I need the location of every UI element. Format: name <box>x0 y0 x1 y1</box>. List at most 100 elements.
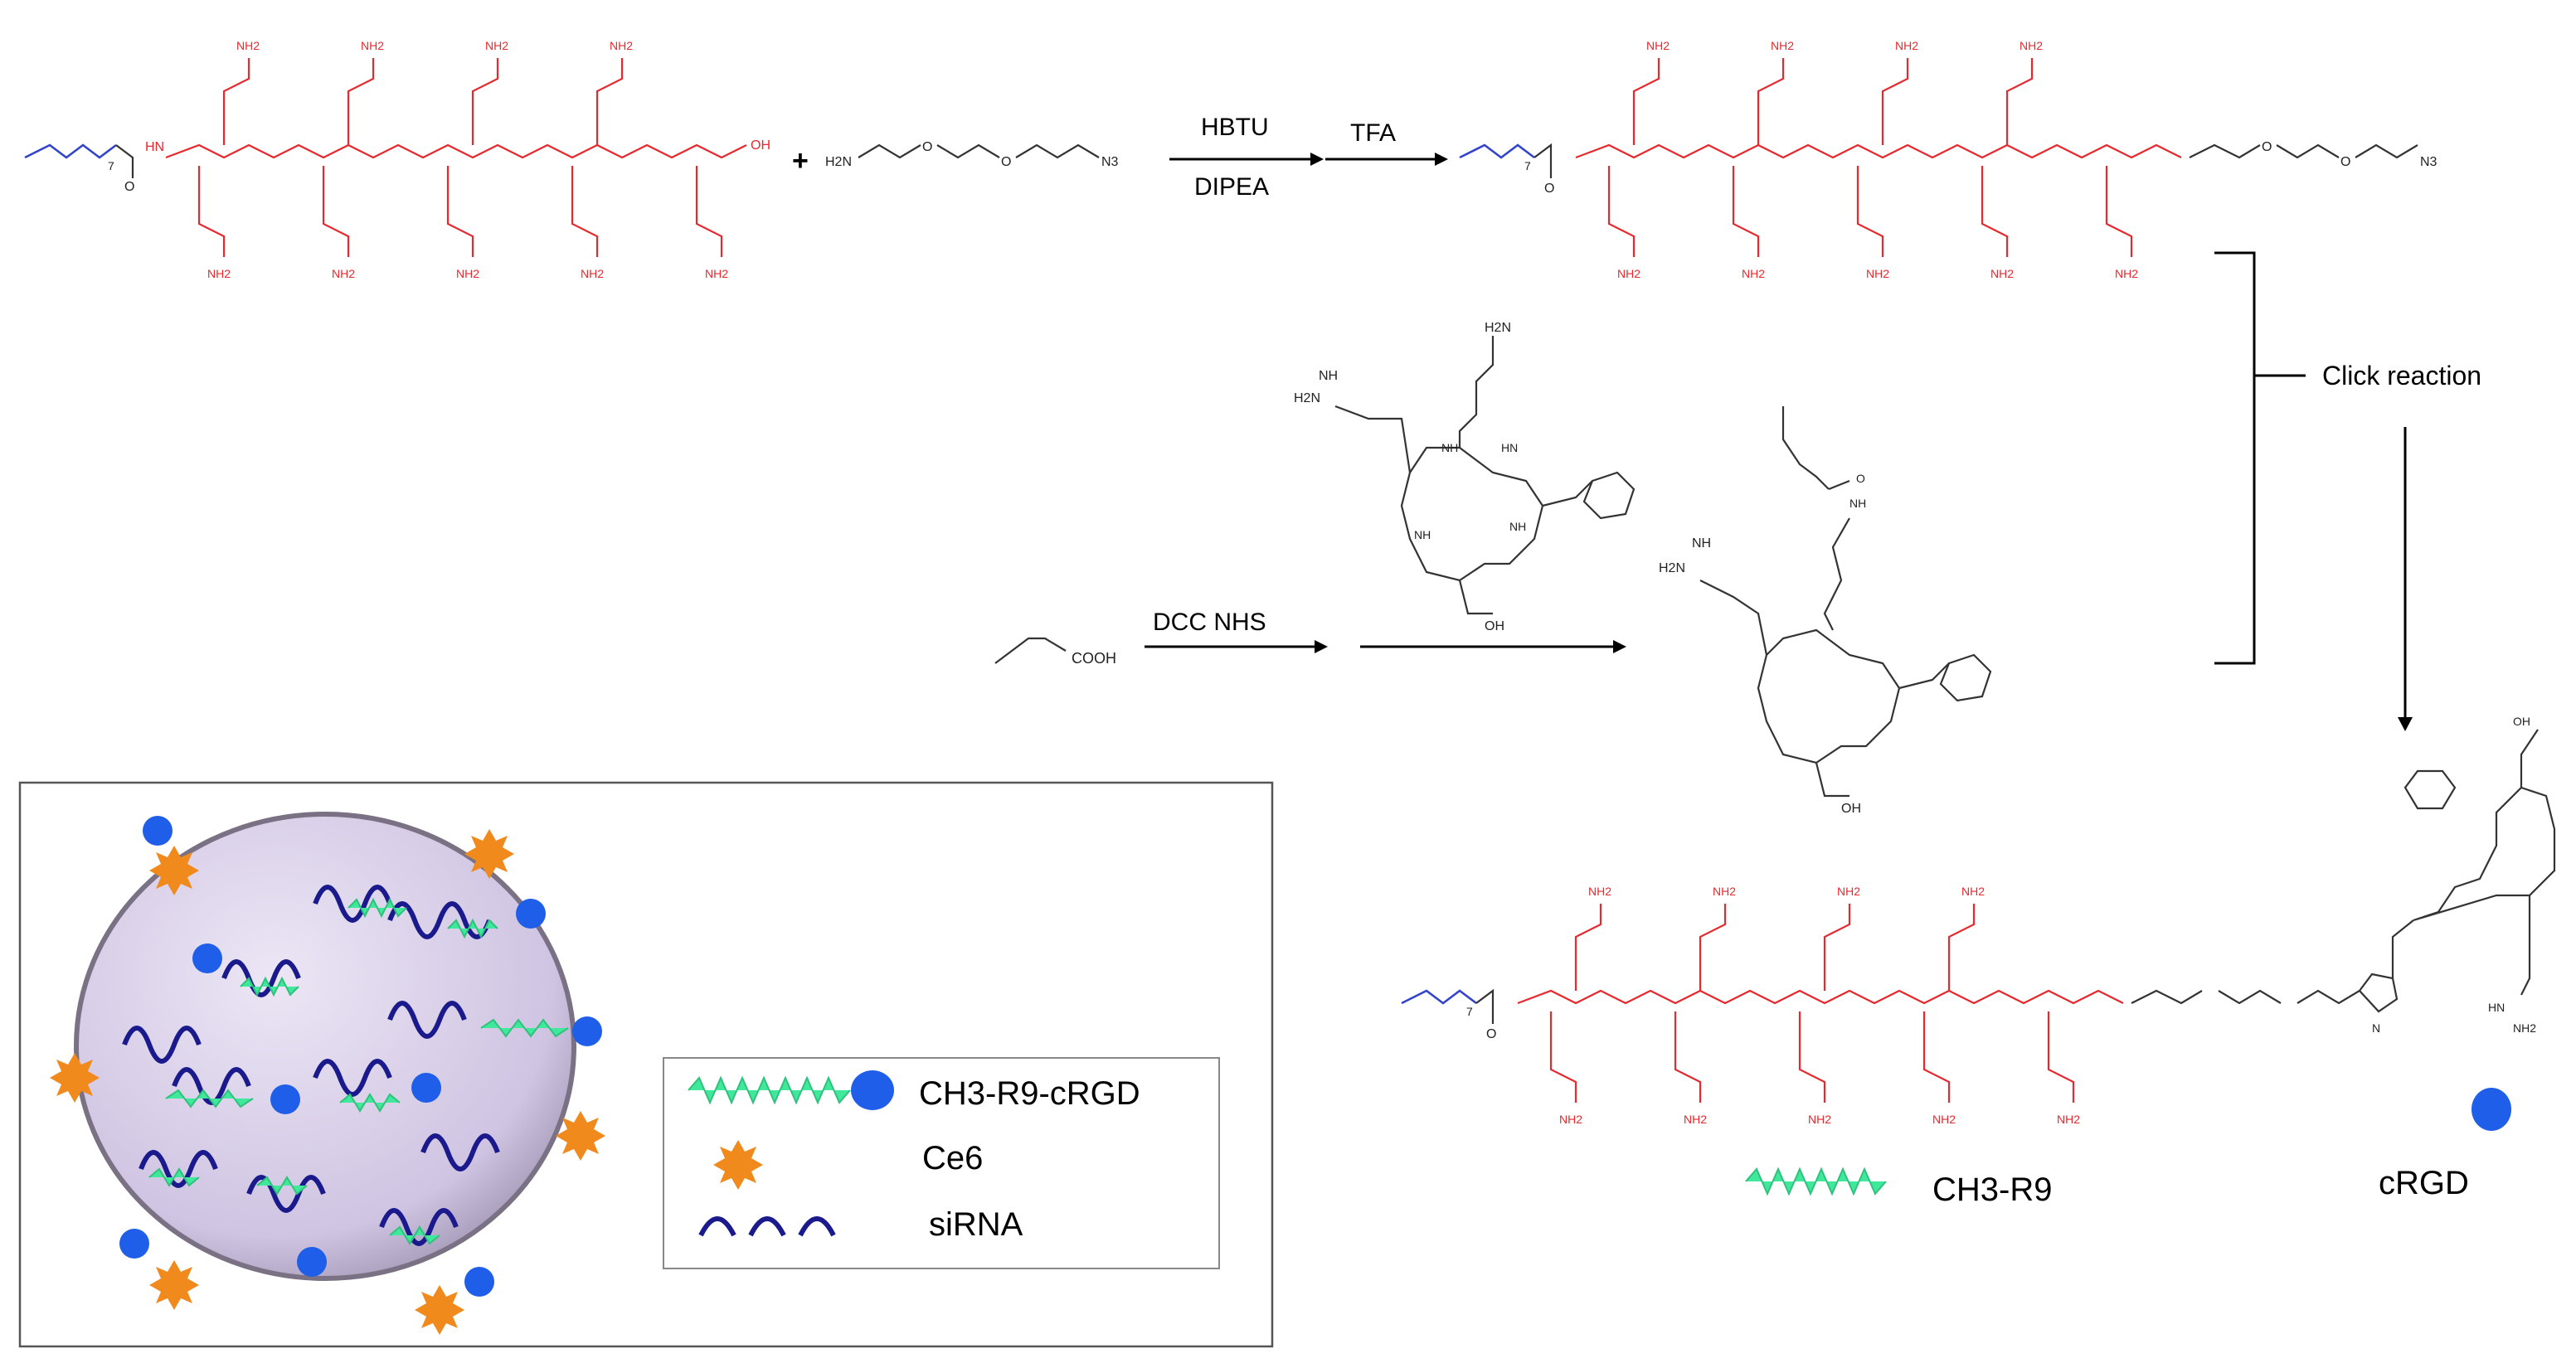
terminal-oh: OH <box>751 138 770 153</box>
guanidine-2-6: NH2 <box>1866 267 1889 280</box>
guanidine-9: NH2 <box>705 267 728 280</box>
acyl-bond-2 <box>1533 143 1553 178</box>
side-chain-1 <box>222 58 250 145</box>
side-chains-bottom-2 <box>1607 166 2133 257</box>
arg-h2n: H2N <box>1294 391 1320 405</box>
guanidine-1: NH2 <box>236 39 260 52</box>
click-reaction-label: Click reaction <box>2322 361 2481 390</box>
arg-nh: NH <box>1319 369 1338 383</box>
sirna-icon <box>139 1150 218 1188</box>
acyl-bond <box>115 144 134 178</box>
crgd-dots <box>119 816 602 1297</box>
sirna-icon <box>122 1026 202 1064</box>
legend-label-sirna: siRNA <box>929 1206 1023 1243</box>
alkyl-chain-3 <box>1401 989 1477 1005</box>
guanidine-3-3: NH2 <box>1713 885 1736 898</box>
click-arrowhead <box>2398 717 2413 731</box>
side-chain-3 <box>347 58 375 145</box>
peg-o-1: O <box>922 140 932 154</box>
guanidine-3-8: NH2 <box>1932 1113 1956 1126</box>
dot-icon <box>270 1084 300 1114</box>
phenyl-ring-2 <box>1898 653 1992 702</box>
side-chain-4 <box>322 166 350 257</box>
deprotect-arrow: TFA <box>1325 119 1448 166</box>
sirna-icon <box>313 885 392 923</box>
asp-side <box>1458 580 1493 615</box>
alkyne-nh: NH <box>1849 497 1866 510</box>
product-asp-oh: OH <box>2513 715 2530 728</box>
zigzag-icon <box>1745 1167 1887 1196</box>
product-arg <box>2520 895 2531 996</box>
ce6-stars <box>50 829 605 1335</box>
zigzag-icon <box>389 1225 440 1245</box>
dot-icon <box>297 1247 327 1277</box>
guanidine-3-5: NH2 <box>1837 885 1860 898</box>
peptide-backbone-2 <box>1575 143 2182 159</box>
asp-oh-2: OH <box>1841 802 1861 816</box>
legend-orange-star-icon <box>713 1140 763 1190</box>
dot-icon <box>192 943 222 973</box>
legend-label-ce6: Ce6 <box>922 1140 983 1176</box>
macrocycle-2 <box>1757 628 1901 764</box>
r9-crgd-product: 7 O NH2 NH2 NH2 NH2 NH2 NH2 NH2 NH2 NH2 … <box>1401 715 2556 1126</box>
triazole-linker <box>2391 919 2414 978</box>
amide-hn: HN <box>145 140 164 154</box>
ring-nh-2: NH <box>1414 528 1431 541</box>
acid-cooh: COOH <box>1072 650 1116 667</box>
alkyl-subscript-2: 7 <box>1524 159 1531 172</box>
side-chain-8 <box>571 166 599 257</box>
side-chain-2 <box>197 166 226 257</box>
guanidine-5: NH2 <box>485 39 508 52</box>
ch3-r9-key: CH3-R9 <box>1745 1167 2052 1208</box>
guanidine-3-9: NH2 <box>2057 1113 2080 1126</box>
guanidine-2-2: NH2 <box>1617 267 1640 280</box>
ring-hn-1: HN <box>1501 441 1518 454</box>
peptide-backbone-3 <box>1517 989 2124 1005</box>
guanidine-3-7: NH2 <box>1961 885 1985 898</box>
sirna-icon <box>246 1175 326 1213</box>
carbonyl-o-2: O <box>1544 182 1554 196</box>
peg-chain <box>858 143 1100 159</box>
guanidine-3-4: NH2 <box>1684 1113 1707 1126</box>
lys-amine: H2N <box>1485 321 1511 335</box>
peg2-o-2: O <box>2340 155 2350 169</box>
guanidine-7: NH2 <box>610 39 633 52</box>
peg2-o-1: O <box>2262 140 2272 154</box>
dot-icon <box>411 1073 441 1103</box>
dot-icon <box>143 816 173 846</box>
alkyl-chain <box>24 143 117 159</box>
guanidine-2: NH2 <box>207 267 231 280</box>
side-chains-top-3 <box>1574 904 1976 991</box>
orange-star-icon <box>415 1285 464 1335</box>
arg-h2n-2: H2N <box>1659 561 1685 575</box>
reagent-dipea: DIPEA <box>1194 173 1269 201</box>
lys-chain <box>1458 336 1495 448</box>
crgd-alkyne: O NH OH H2N NH <box>1659 406 1992 816</box>
nanoparticle-sphere <box>74 812 576 1281</box>
side-chains-bottom-3 <box>1549 1011 2075 1103</box>
guanidine-3-6: NH2 <box>1808 1113 1831 1126</box>
azide-n3-2: N3 <box>2420 155 2437 169</box>
guanidine-2-4: NH2 <box>1742 267 1765 280</box>
carbonyl-o-3: O <box>1486 1027 1496 1041</box>
side-chain-5 <box>471 58 499 145</box>
legend-dot-icon <box>851 1070 894 1110</box>
crgd-amine: H2N OH H2N NH NH HN NH NH <box>1294 321 1636 633</box>
product-asp <box>2520 729 2539 788</box>
zigzag-icon <box>148 1167 200 1187</box>
guanidine-3-1: NH2 <box>1588 885 1611 898</box>
azide-n3: N3 <box>1101 155 1119 169</box>
guanidine-8: NH2 <box>581 267 604 280</box>
alkyl-chain-2 <box>1459 143 1535 159</box>
guanidine-2-5: NH2 <box>1895 39 1918 52</box>
reagent-dcc-nhs: DCC NHS <box>1153 609 1266 636</box>
guanidine-2-1: NH2 <box>1646 39 1670 52</box>
pentynoic-acid: COOH <box>994 637 1116 667</box>
dot-icon <box>572 1016 602 1046</box>
side-chains-top-2 <box>1632 58 2034 145</box>
crgd-key: cRGD <box>2379 1088 2511 1201</box>
arrowhead-3 <box>1315 640 1328 653</box>
orange-star-icon <box>149 846 199 895</box>
guanidine-3-2: NH2 <box>1559 1113 1582 1126</box>
dot-icon <box>2472 1088 2511 1131</box>
